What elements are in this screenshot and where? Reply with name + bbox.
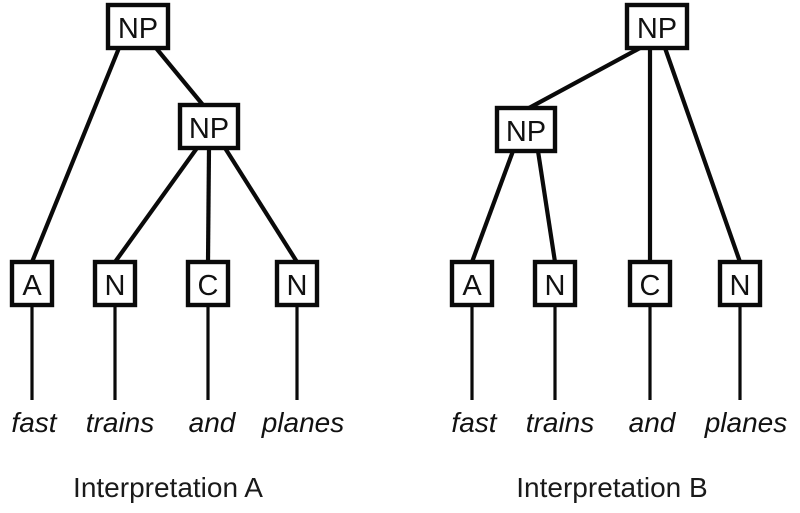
tree-edge-np2-to-lex-n1: [535, 150, 558, 263]
node-box-lex-c[interactable]: [185, 259, 231, 308]
node-label-root: NP: [637, 13, 677, 45]
tree-edge-np2-to-lex-n2: [223, 146, 299, 264]
node-label-lex-a: A: [22, 270, 42, 302]
node-label-lex-n2: N: [287, 270, 308, 302]
node-label-np2: NP: [506, 116, 546, 148]
tree-edge-np2-to-lex-c: [205, 147, 212, 263]
node-box-root[interactable]: [624, 2, 690, 51]
node-box-lex-c[interactable]: [627, 259, 673, 308]
tree-edge-root-to-lex-n2: [663, 47, 742, 263]
word-label-fast: fast: [11, 407, 57, 438]
node-box-np2[interactable]: [177, 102, 241, 151]
node-box-np2[interactable]: [494, 105, 558, 154]
tree-edge-np2-to-lex-a: [470, 150, 515, 263]
word-label-trains: trains: [86, 407, 154, 438]
node-label-lex-n1: N: [105, 270, 126, 302]
node-box-lex-a[interactable]: [449, 259, 495, 308]
node-box-lex-a[interactable]: [9, 259, 55, 308]
word-label-trains: trains: [526, 407, 594, 438]
tree-edge-root-to-np2: [154, 46, 205, 107]
node-label-lex-c: C: [640, 270, 661, 302]
caption-interpretation-b: Interpretation B: [516, 472, 707, 503]
caption-interpretation-a: Interpretation A: [73, 472, 263, 503]
node-label-lex-a: A: [462, 270, 482, 302]
node-label-lex-c: C: [198, 270, 219, 302]
node-box-lex-n1[interactable]: [92, 259, 138, 308]
tree-edge-root-to-lex-a: [30, 47, 121, 263]
word-label-planes: planes: [261, 407, 345, 438]
node-label-lex-n2: N: [730, 270, 751, 302]
node-box-lex-n2[interactable]: [274, 259, 320, 308]
tree-edge-np2-to-lex-n1: [113, 146, 199, 264]
tree-edge-root-to-np2: [528, 46, 641, 110]
word-label-fast: fast: [451, 407, 497, 438]
word-label-planes: planes: [704, 407, 788, 438]
node-box-root[interactable]: [105, 2, 171, 51]
node-box-lex-n1[interactable]: [532, 259, 578, 308]
node-box-lex-n2[interactable]: [717, 259, 763, 308]
node-label-lex-n1: N: [545, 270, 566, 302]
node-label-root: NP: [118, 13, 158, 45]
word-label-and: and: [629, 407, 677, 438]
word-label-and: and: [189, 407, 237, 438]
node-label-np2: NP: [189, 113, 229, 145]
